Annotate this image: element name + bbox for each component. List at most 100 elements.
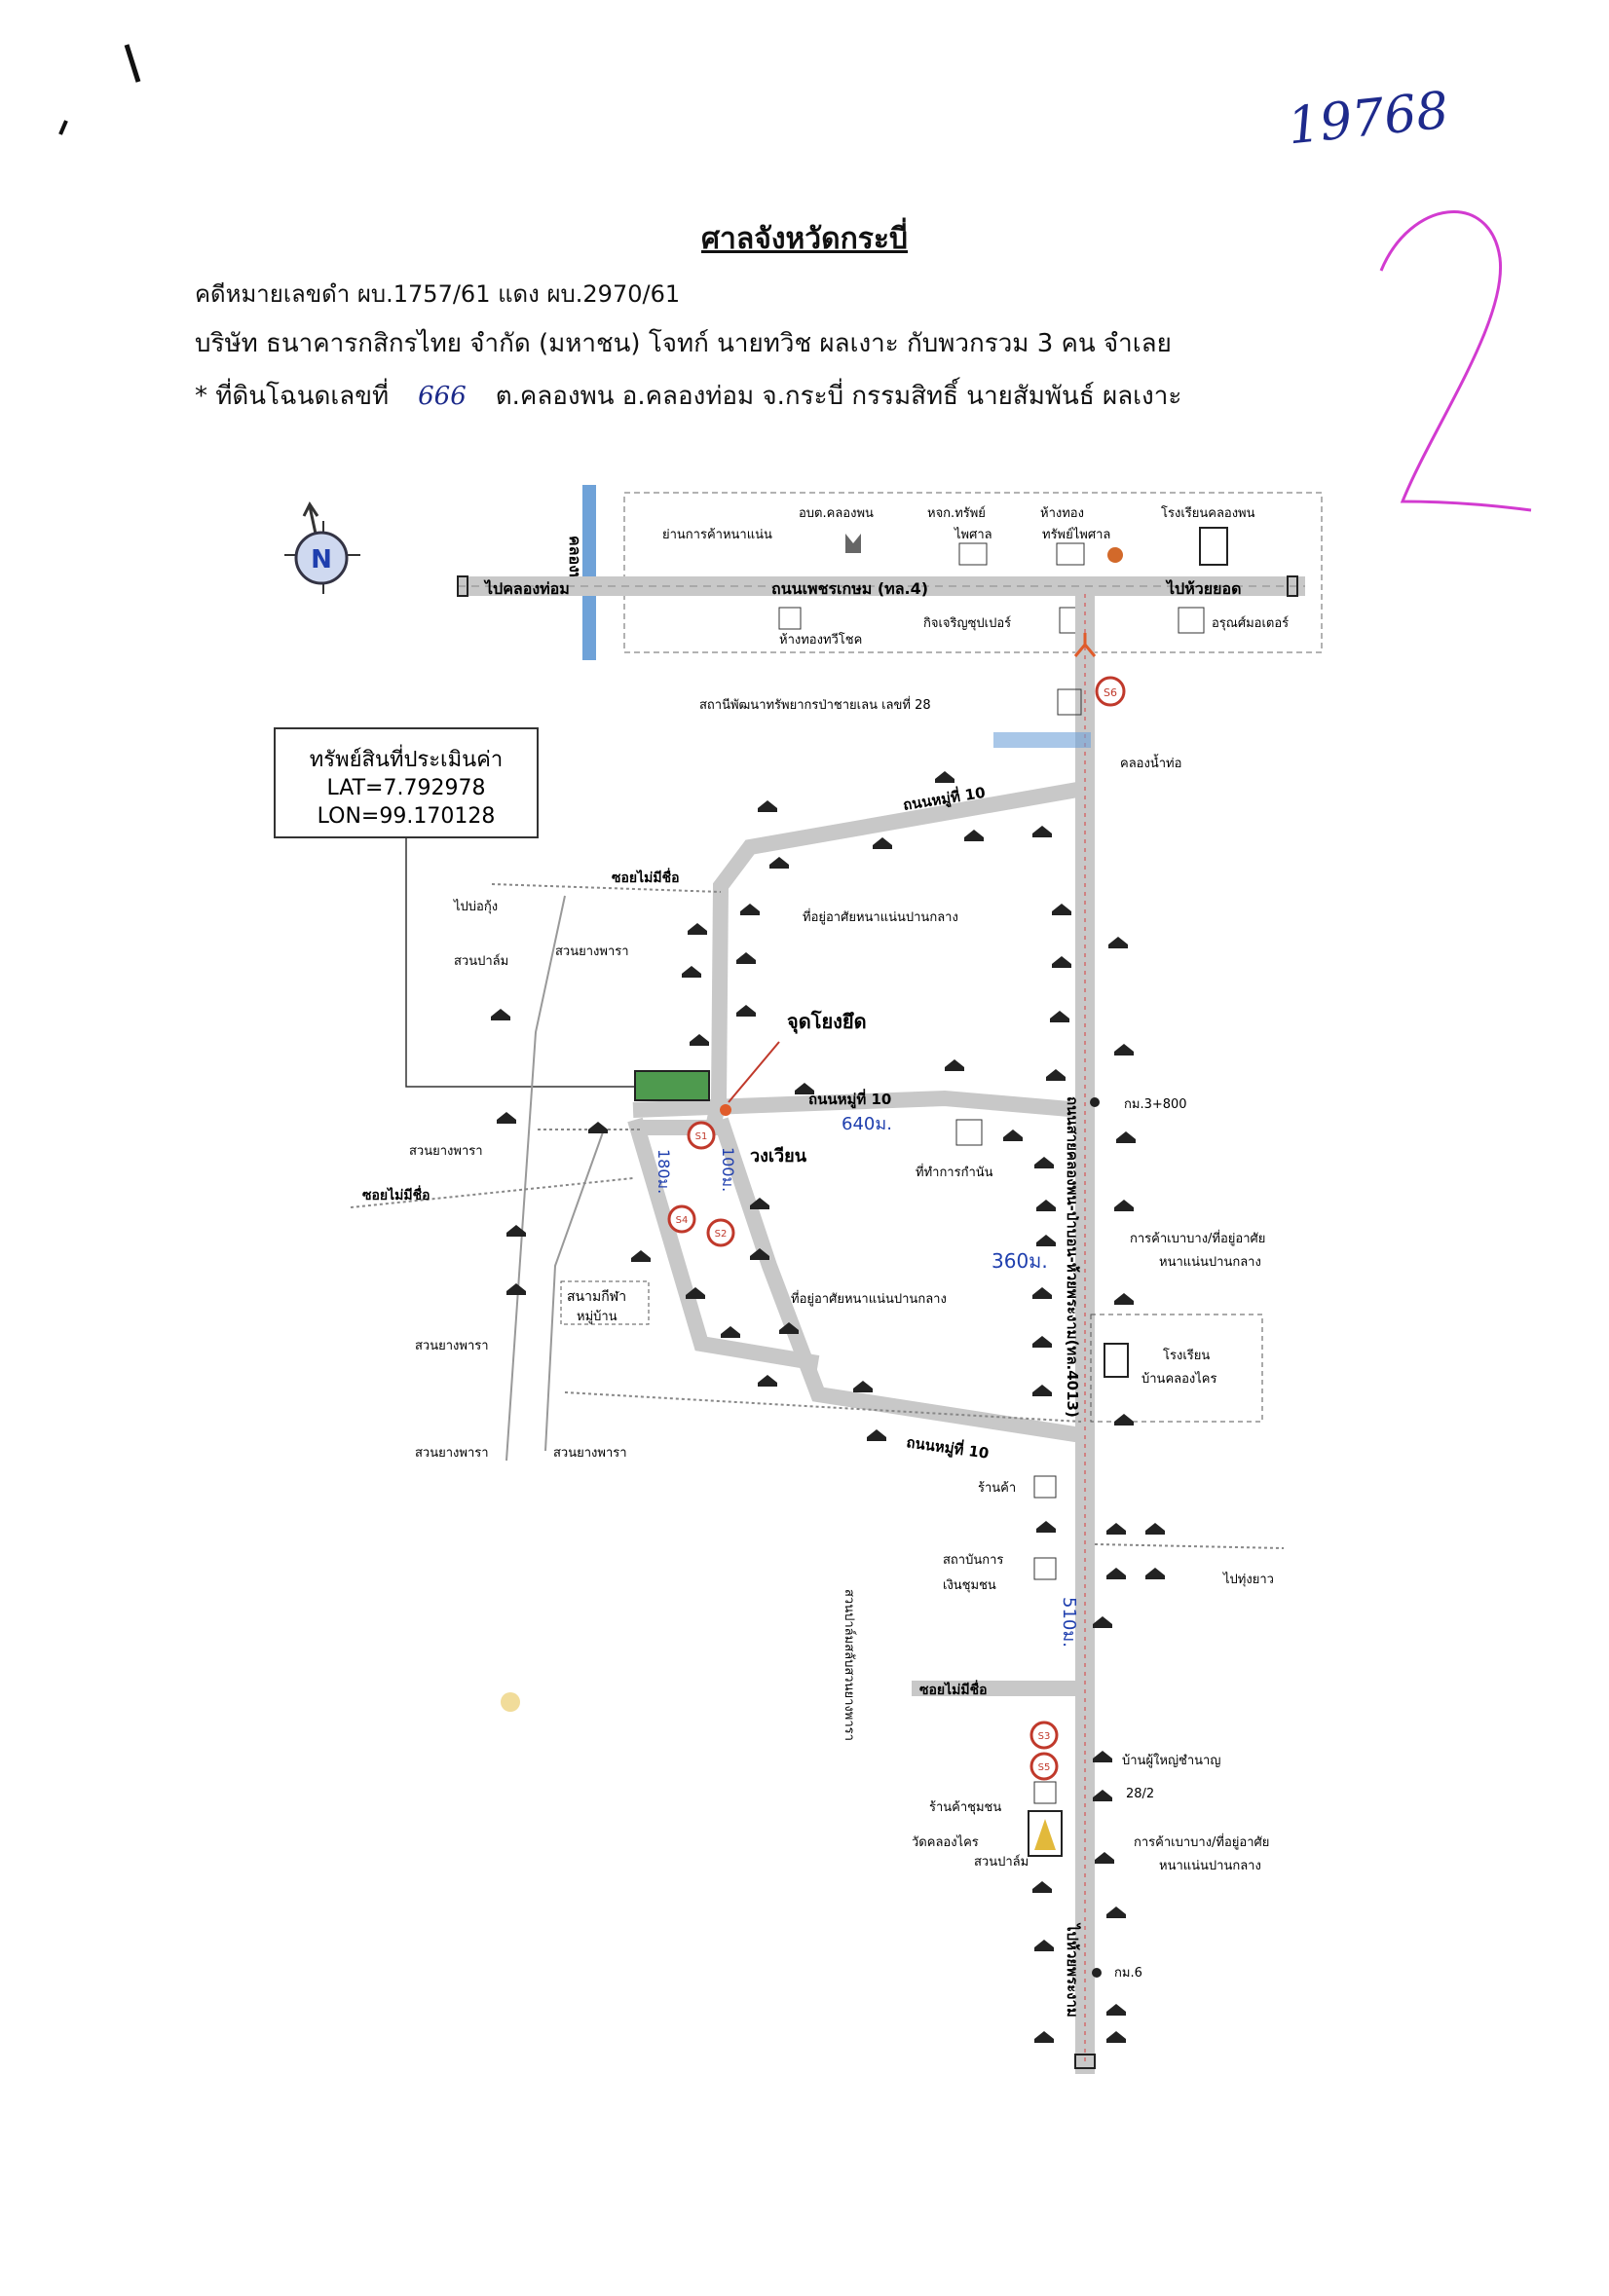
house-icon (1093, 1790, 1112, 1801)
gold-shop-icon (1107, 547, 1123, 563)
house-icon (740, 904, 760, 915)
house-icon (1145, 1523, 1165, 1535)
house-icon (1106, 1568, 1126, 1579)
sign-s3 (1029, 1721, 1059, 1750)
house-icon (964, 830, 984, 841)
house-icon (1114, 1293, 1134, 1305)
temple-stupa-icon (1034, 1819, 1056, 1850)
side-road-label: ซอยไม่มีชื่อ (612, 868, 680, 886)
house-icon (1034, 1940, 1054, 1951)
house-icon (769, 857, 789, 869)
house-icon (721, 1326, 740, 1338)
to-thung-yao: ไปทุ่งยาว (1222, 1572, 1274, 1587)
path-west (505, 895, 566, 1462)
dist-510: 510ม. (1059, 1597, 1079, 1648)
dist-640: 640ม. (842, 1114, 892, 1134)
address-label: 28/2 (1126, 1787, 1154, 1801)
main-road-label: ถนนเพชรเกษม (ทล.4) (771, 579, 928, 598)
building-icon (1056, 542, 1085, 566)
canal-tho-label: คลองน้ำท่อ (1120, 754, 1181, 771)
house-icon (758, 1375, 777, 1387)
land-labels: สวนปาล์ม สวนยางพารา สวนยางพารา สวนยางพาร… (409, 908, 1029, 1870)
community-shop-label: ร้านค้าชุมชน (929, 1800, 1001, 1815)
building-icon (958, 542, 988, 566)
case-number: คดีหมายเลขดำ ผบ.1757/61 แดง ผบ.2970/61 (195, 280, 681, 308)
house-icon (736, 1005, 756, 1017)
house-icon (1036, 1521, 1056, 1533)
rubber-label: สวนยางพารา (553, 1446, 627, 1461)
rubber-label: สวนยางพารา (409, 1144, 483, 1159)
to-bo-kung: ไปบ่อกุ้ง (453, 899, 498, 914)
house-icon (1003, 1129, 1023, 1141)
school-zone (1090, 1314, 1263, 1423)
land-prefix: * ที่ดินโฉนดเลขที่ (195, 382, 390, 411)
finance-label: สถาบันการ (943, 1553, 1003, 1568)
house-icon (1050, 1011, 1069, 1022)
sign-s1 (687, 1121, 716, 1150)
property-plot (634, 1070, 710, 1101)
km-marker-icon (1090, 1097, 1100, 1107)
deed-number: 666 (418, 382, 467, 411)
house-icon (1032, 1287, 1052, 1299)
north-arrow-icon: N (284, 501, 360, 594)
side-road-thung-yao (1094, 1543, 1285, 1549)
place-arun: อรุณศ์มอเตอร์ (1212, 615, 1289, 631)
moo10-label-middle: ถนนหมู่ที่ 10 (808, 1089, 891, 1109)
place-hjk2: ไพศาล (954, 527, 992, 542)
place-school: โรงเรียนคลองพน (1161, 505, 1255, 521)
house-icon (1106, 1523, 1126, 1535)
scan-speck (58, 120, 68, 135)
house-icon (853, 1381, 873, 1392)
house-icon (497, 1112, 516, 1124)
house-icon (506, 1283, 526, 1295)
sign-s1-label: S1 (695, 1131, 708, 1142)
house-icon (1114, 1200, 1134, 1211)
property-leader-line (405, 837, 643, 1088)
house-icon (1106, 2031, 1126, 2043)
house-icon (690, 1034, 709, 1046)
house-icon (1034, 2031, 1054, 2043)
temple-label: วัดคลองไคร (912, 1834, 979, 1850)
reference-label: จุดโยงยึด (787, 1010, 867, 1034)
house-icon (688, 923, 707, 935)
house-icon (758, 800, 777, 812)
reference-arrow (728, 1041, 780, 1103)
house-icon (779, 1322, 799, 1334)
land-suffix: ต.คลองพน อ.คลองท่อม จ.กระบี่ กรรมสิทธิ์ … (495, 382, 1182, 411)
scan-speck (124, 44, 141, 83)
house-icon (588, 1122, 608, 1133)
rubber-label: สวนยางพารา (415, 1446, 489, 1461)
house-icon (1032, 826, 1052, 837)
place-obt: อบต.คลองพน (799, 506, 874, 521)
place-gold2: ทรัพย์ไพศาล (1042, 527, 1110, 542)
road-end-marker (457, 575, 468, 597)
residence-label: ที่อยู่อาศัยหนาแน่นปานกลาง (791, 1290, 947, 1307)
house-icon (1093, 1616, 1112, 1628)
house-icon (682, 966, 701, 978)
house-icon (750, 1248, 769, 1260)
trade-label: การค้าเบาบาง/ที่อยู่อาศัย (1130, 1230, 1265, 1246)
sign-s3-label: S3 (1038, 1731, 1051, 1742)
house-icon (1106, 1907, 1126, 1918)
top-places: อบต.คลองพน ย่านการค้าหนาแน่น หจก.ทรัพย์ … (662, 505, 1289, 648)
building-icon (778, 607, 802, 630)
sign-s2 (706, 1218, 735, 1247)
emblem-icon (845, 534, 861, 553)
house-icon (1036, 1235, 1056, 1246)
stadium (560, 1280, 650, 1325)
sign-s4-label: S4 (676, 1215, 689, 1226)
canal-khlong-phon (582, 485, 596, 660)
scan-speck (501, 1692, 520, 1712)
house-icon (1114, 1044, 1134, 1055)
house-icon (1114, 1414, 1134, 1426)
path-west2 (544, 1129, 605, 1452)
house-icon (1106, 2004, 1126, 2016)
temple-icon (1028, 1810, 1063, 1857)
house-icon (795, 1083, 814, 1094)
house-icon (1145, 1568, 1165, 1579)
dist-100: 100ม. (719, 1147, 737, 1192)
building-icon (1057, 688, 1082, 716)
building-icon (955, 1119, 983, 1146)
to-huai-yot: ไปห้วยยอด (1165, 579, 1241, 598)
